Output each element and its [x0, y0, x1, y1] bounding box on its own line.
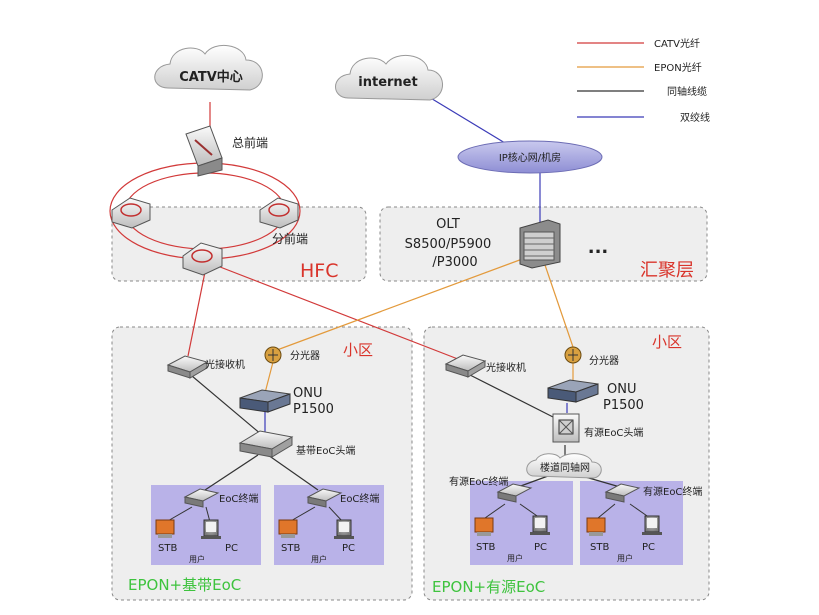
- coax-net-label: 楼道同轴网: [540, 461, 590, 474]
- left-user1-stb-icon: [155, 519, 175, 538]
- right-eoc-head-label: 有源EoC头端: [584, 426, 643, 439]
- left-user1-pc-label: PC: [225, 543, 238, 554]
- right-user1-eoc-terminal-icon: [496, 483, 533, 503]
- right-user2-eoc-terminal-label: 有源EoC终端: [643, 485, 702, 498]
- left-onu-label-2: P1500: [293, 402, 334, 417]
- head-end-label: 总前端: [232, 135, 268, 150]
- link-internet-ipcore: [423, 93, 506, 144]
- right-area-title: EPON+有源EoC: [432, 578, 545, 596]
- right-user2-user-label: 用户: [617, 553, 633, 563]
- legend-coax-label: 同轴线缆: [667, 85, 707, 98]
- left-user2-stb-icon: [278, 519, 298, 538]
- olt-label-1: OLT: [436, 217, 460, 232]
- sub-head-end-device-icon: [182, 242, 223, 276]
- link-olt-right-splitter: [544, 264, 574, 348]
- link-olt-left-splitter: [276, 257, 526, 351]
- head-end-device-icon: [185, 125, 223, 177]
- right-user1-stb-icon: [474, 517, 494, 536]
- left-onu-icon: [239, 389, 291, 413]
- link-left-splitter-onu: [264, 361, 274, 394]
- right-onu-label-2: P1500: [603, 398, 644, 413]
- left-zone-label: 小区: [343, 341, 373, 359]
- hfc-node-left-icon: [111, 197, 151, 229]
- link-subhead-left-rx: [187, 271, 206, 357]
- right-user1-pc-label: PC: [534, 542, 547, 553]
- left-user2-pc-label: PC: [342, 543, 355, 554]
- aggregation-zone-label: 汇聚层: [640, 260, 694, 281]
- right-optical-receiver-icon: [444, 354, 487, 378]
- left-optical-receiver-label: 光接收机: [205, 358, 245, 371]
- right-user1-eoc-terminal-label: 有源EoC终端: [449, 475, 508, 488]
- link-left-rx-eoc: [191, 375, 263, 436]
- olt-label-3: /P3000: [432, 255, 477, 270]
- legend-catv-label: CATV光纤: [654, 37, 700, 50]
- right-eoc-head-icon: [552, 413, 580, 443]
- olt-chassis-icon: [519, 219, 561, 269]
- left-onu-label-1: ONU: [293, 386, 322, 401]
- left-user2-stb-label: STB: [281, 543, 300, 554]
- right-user1-pc-icon: [530, 515, 550, 535]
- link-left-eoc-term1: [204, 454, 259, 491]
- right-splitter-label: 分光器: [589, 354, 619, 367]
- right-splitter-icon: [564, 346, 582, 364]
- right-zone-label: 小区: [652, 333, 682, 351]
- internet-cloud-icon: [335, 55, 443, 101]
- internet-label: internet: [358, 75, 417, 90]
- left-optical-receiver-icon: [166, 355, 209, 379]
- left-user2-eoc-terminal-label: EoC终端: [340, 492, 379, 505]
- left-user2-eoc-terminal-icon: [306, 488, 343, 508]
- left-user1-user-label: 用户: [189, 554, 205, 564]
- left-eoc-head-icon: [238, 430, 294, 458]
- right-user1-stb-label: STB: [476, 542, 495, 553]
- left-user2-user-label: 用户: [311, 554, 327, 564]
- ip-core-label: IP核心网/机房: [499, 151, 561, 164]
- catv-center-label: CATV中心: [179, 69, 243, 85]
- left-user1-eoc-terminal-label: EoC终端: [219, 492, 258, 505]
- right-onu-icon: [547, 379, 599, 403]
- link-left-eoc-term2: [267, 454, 319, 491]
- right-onu-label-1: ONU: [607, 382, 636, 397]
- right-user2-stb-icon: [586, 517, 606, 536]
- olt-label-2: S8500/P5900: [405, 237, 492, 252]
- hfc-zone-label: HFC: [300, 260, 338, 282]
- right-user2-eoc-terminal-icon: [604, 483, 641, 503]
- legend-epon-label: EPON光纤: [654, 61, 702, 74]
- right-user2-pc-icon: [642, 515, 662, 535]
- left-area-title: EPON+基带EoC: [128, 576, 241, 594]
- more-devices-dots: ...: [588, 237, 609, 258]
- left-user1-pc-icon: [201, 519, 221, 539]
- left-eoc-head-label: 基带EoC头端: [296, 444, 355, 457]
- right-user2-stb-label: STB: [590, 542, 609, 553]
- right-optical-receiver-label: 光接收机: [486, 361, 526, 374]
- hfc-zone: [111, 206, 367, 282]
- left-user2-pc-icon: [334, 519, 354, 539]
- legend: CATV光纤 EPON光纤 同轴线缆 双绞线: [577, 37, 710, 124]
- link-right-rx-eoc: [469, 374, 556, 419]
- ip-core-icon: [457, 140, 603, 174]
- left-splitter-label: 分光器: [290, 349, 320, 362]
- right-user1-user-label: 用户: [507, 553, 523, 563]
- left-user1-eoc-terminal-icon: [183, 488, 220, 508]
- hfc-node-right-icon: [259, 197, 299, 229]
- catv-center-cloud-icon: [154, 45, 263, 91]
- legend-twisted-label: 双绞线: [680, 111, 710, 124]
- left-splitter-icon: [264, 346, 282, 364]
- right-user2-pc-label: PC: [642, 542, 655, 553]
- coax-net-cloud-icon: [526, 453, 602, 479]
- left-user1-stb-label: STB: [158, 543, 177, 554]
- sub-head-end-label: 分前端: [272, 231, 308, 246]
- link-coaxnet-term1: [517, 475, 549, 488]
- link-subhead-right-rx: [214, 264, 464, 362]
